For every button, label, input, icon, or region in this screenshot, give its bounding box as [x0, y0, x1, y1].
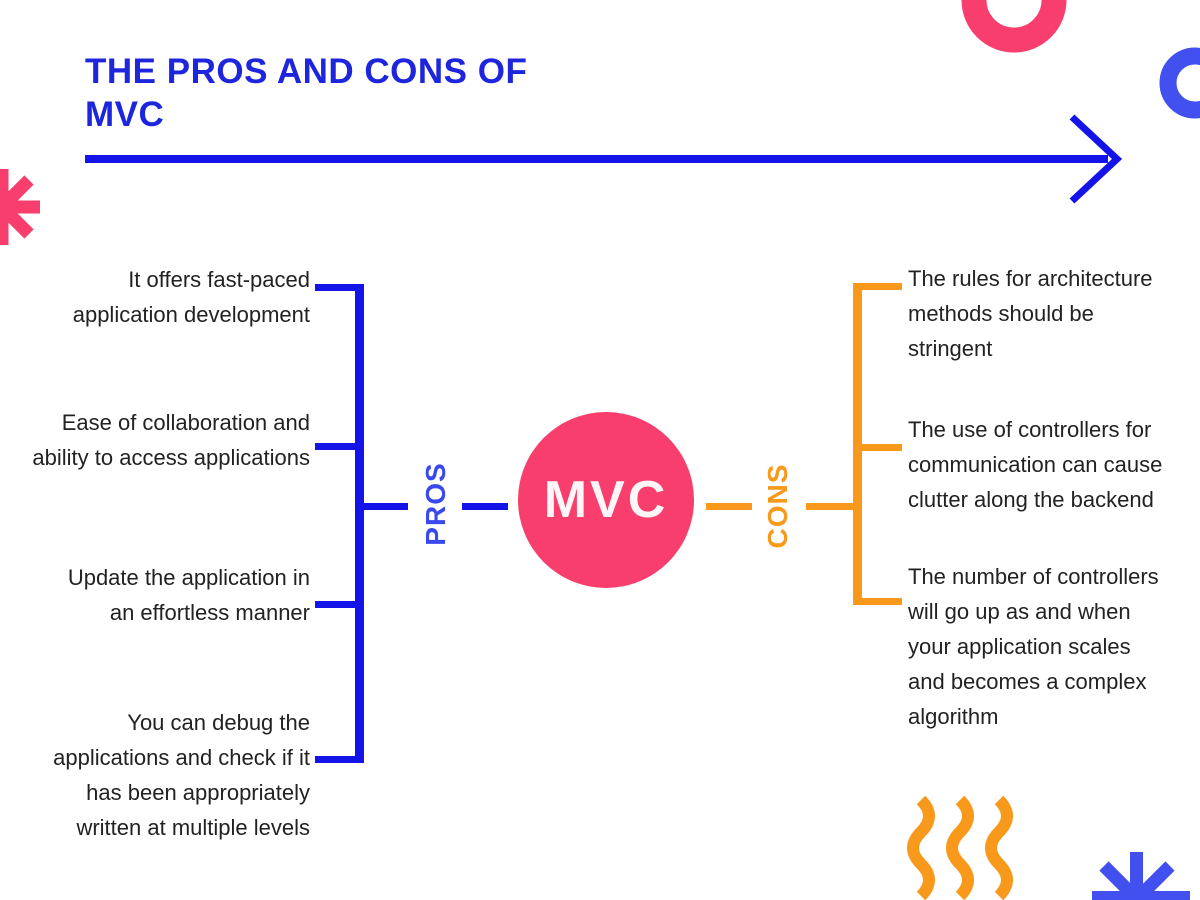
title-arrow — [85, 114, 1123, 204]
mvc-circle-label: MVC — [543, 471, 669, 529]
pros-item-3-line: an effortless manner — [109, 600, 310, 625]
pros-item-3-line: Update the application in — [67, 565, 310, 590]
pros-item-2-line: Ease of collaboration and — [61, 410, 310, 435]
mvc-circle: MVC — [518, 412, 694, 588]
pros-item-2: Ease of collaboration and ability to acc… — [0, 405, 310, 475]
cons-item-3-line: The number of controllers — [908, 564, 1159, 589]
pink-half-donut-shape — [961, 0, 1067, 53]
page-title-line2: MVC — [85, 95, 165, 134]
cons-item-3-line: your application scales — [908, 634, 1131, 659]
pros-item-1: It offers fast-paced application develop… — [0, 262, 310, 332]
blue-donut-shape — [1159, 47, 1200, 119]
cons-item-1-line: methods should be — [908, 301, 1094, 326]
cons-item-3-line: will go up as and when — [908, 599, 1131, 624]
cons-item-2: The use of controllers for communication… — [908, 412, 1188, 517]
pros-item-4-line: You can debug the — [127, 710, 310, 735]
pros-bracket — [315, 284, 508, 763]
pros-item-1-line: It offers fast-paced — [128, 267, 310, 292]
cons-item-1-line: stringent — [908, 336, 993, 361]
pros-item-2-line: ability to access applications — [32, 445, 310, 470]
pros-item-4-line: written at multiple levels — [76, 815, 310, 840]
cons-item-2-line: The use of controllers for — [908, 417, 1152, 442]
cons-label: CONS — [762, 463, 793, 549]
cons-item-2-line: communication can cause — [908, 452, 1163, 477]
cons-item-1: The rules for architecture methods shoul… — [908, 261, 1188, 366]
cons-item-1-line: The rules for architecture — [908, 266, 1153, 291]
pros-label: PROS — [420, 462, 451, 546]
pros-item-4-line: applications and check if it — [53, 745, 310, 770]
pros-item-4: You can debug the applications and check… — [0, 705, 310, 845]
pros-item-4-line: has been appropriately — [86, 780, 310, 805]
blue-asterisk-shape — [1092, 852, 1190, 900]
cons-item-3-line: algorithm — [908, 704, 999, 729]
page-title: THE PROS AND CONS OF MVC — [85, 50, 705, 136]
cons-bracket — [706, 283, 902, 605]
orange-squiggles-shape — [907, 795, 1013, 900]
page-title-line1: THE PROS AND CONS OF — [85, 52, 528, 91]
cons-item-3: The number of controllers will go up as … — [908, 559, 1188, 734]
cons-item-2-line: clutter along the backend — [908, 487, 1154, 512]
pink-asterisk-shape — [0, 169, 40, 245]
pros-item-3: Update the application in an effortless … — [0, 560, 310, 630]
pros-item-1-line: application development — [72, 302, 310, 327]
cons-item-3-line: and becomes a complex — [908, 669, 1147, 694]
